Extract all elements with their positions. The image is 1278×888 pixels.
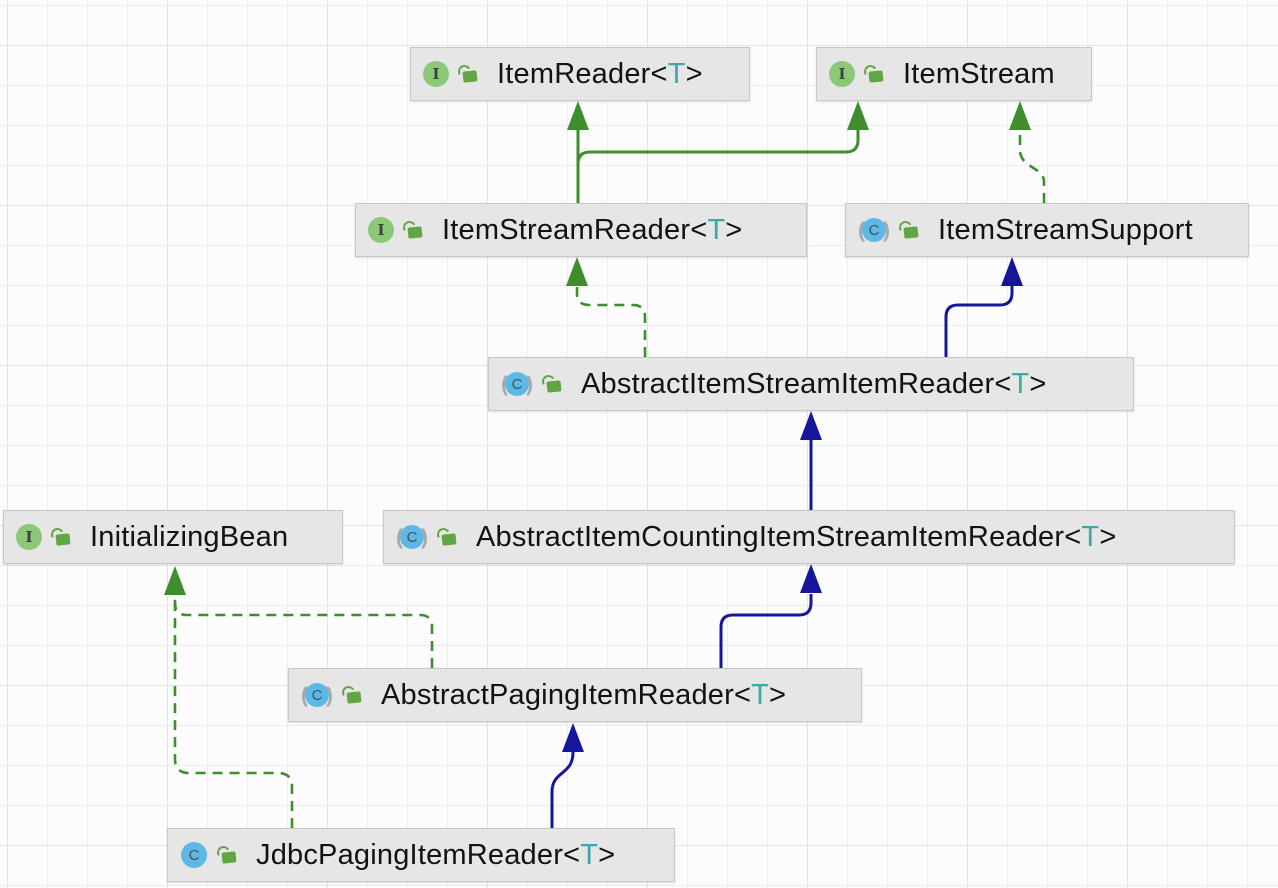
interface-icon-letter: I [377, 220, 385, 239]
node-item-reader[interactable]: I ItemReader<T> [410, 47, 750, 101]
class-name: InitializingBean [90, 520, 289, 553]
public-lock-icon [862, 61, 885, 87]
abstract-class-icon: C [501, 372, 533, 396]
class-name: JdbcPagingItemReader<T> [256, 838, 616, 871]
class-name: AbstractItemCountingItemStreamItemReader… [476, 520, 1117, 553]
interface-icon-letter: I [432, 64, 440, 83]
class-icon-letter: C [188, 846, 200, 864]
public-lock-icon [401, 217, 424, 243]
interface-icon-letter: I [838, 64, 846, 83]
node-abstract-paging-item-reader[interactable]: C AbstractPagingItemReader<T> [288, 668, 862, 722]
node-jdbc-paging-item-reader[interactable]: C JdbcPagingItemReader<T> [167, 828, 675, 882]
edge-jdbcpaging-extends-abstractpaging [550, 723, 584, 828]
class-name: ItemStream [903, 57, 1055, 90]
edge-abstractitemstreamitemreader-implements-itemstreamreader [566, 257, 647, 357]
class-icon-letter: C [868, 221, 880, 239]
class-name: AbstractPagingItemReader<T> [381, 678, 787, 711]
edge-abstractpaging-extends-abstractitemcounting [719, 564, 822, 668]
interface-icon: I [16, 524, 42, 550]
node-item-stream-reader[interactable]: I ItemStreamReader<T> [355, 203, 807, 257]
interface-icon-letter: I [25, 527, 33, 546]
interface-icon: I [423, 61, 449, 87]
node-item-stream-support[interactable]: C ItemStreamSupport [845, 203, 1249, 257]
public-lock-icon [215, 842, 238, 868]
edge-abstractitemstreamitemreader-extends-itemstreamsupport [944, 257, 1023, 357]
class-name: AbstractItemStreamItemReader<T> [581, 367, 1047, 400]
edge-itemstreamsupport-implements-itemstream [1009, 101, 1046, 203]
node-item-stream[interactable]: I ItemStream [816, 47, 1092, 101]
edge-itemstreamreader-extends-itemstream [576, 101, 869, 203]
public-lock-icon [897, 217, 920, 243]
edge-abstractpaging-implements-initializingbean [173, 595, 434, 668]
class-name: ItemStreamSupport [938, 213, 1193, 246]
edge-jdbcpaging-implements-initializingbean [164, 566, 294, 828]
public-lock-icon [435, 524, 458, 550]
interface-icon: I [368, 217, 394, 243]
class-icon-letter: C [311, 686, 323, 704]
abstract-class-icon: C [301, 683, 333, 707]
interface-icon: I [829, 61, 855, 87]
class-icon-letter: C [511, 375, 523, 393]
class-name: ItemReader<T> [497, 57, 703, 90]
abstract-class-icon: C [858, 218, 890, 242]
class-icon-letter: C [406, 528, 418, 546]
class-icon: C [181, 842, 207, 868]
public-lock-icon [49, 524, 72, 550]
node-abstract-item-stream-item-reader[interactable]: C AbstractItemStreamItemReader<T> [488, 357, 1134, 411]
abstract-class-icon: C [396, 525, 428, 549]
class-name: ItemStreamReader<T> [442, 213, 743, 246]
public-lock-icon [456, 61, 479, 87]
edge-abstractitemcounting-extends-abstractitemstreamitemreader [800, 411, 822, 510]
node-initializing-bean[interactable]: I InitializingBean [3, 510, 343, 564]
edge-itemstreamreader-extends-itemreader [567, 101, 589, 203]
public-lock-icon [340, 682, 363, 708]
node-abstract-item-counting-item-stream-item-reader[interactable]: C AbstractItemCountingItemStreamItemRead… [383, 510, 1235, 564]
public-lock-icon [540, 371, 563, 397]
